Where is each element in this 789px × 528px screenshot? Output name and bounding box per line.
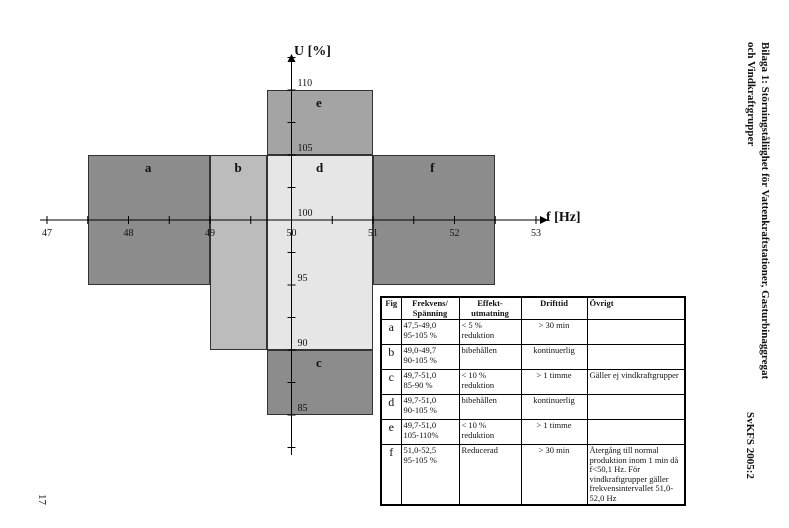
cell-effect-note: reduktion xyxy=(461,429,495,440)
x-axis-title: f [Hz] xyxy=(546,210,581,225)
cell-fig: b xyxy=(380,344,402,370)
header-frequency-voltage: Frekvens/ Spänning xyxy=(400,296,460,320)
region-label-a: a xyxy=(144,160,152,175)
cell-operating-time: kontinuerlig xyxy=(520,394,588,420)
cell-frequency: 49,0-49,7 xyxy=(403,345,437,355)
cell-voltage: 90-105 % xyxy=(403,354,437,365)
cell-effect: Reducerad xyxy=(458,444,522,506)
region-c xyxy=(267,350,373,415)
page-number: 17 xyxy=(36,494,48,505)
header-fig: Fig xyxy=(380,296,402,320)
table-header-row: Fig Frekvens/ Spänning Effekt- utmatning… xyxy=(380,296,686,320)
cell-voltage: 90-105 % xyxy=(403,404,437,415)
cell-other xyxy=(586,319,686,345)
appendix-title: Bilaga 1: Störningståliighet för Vattenk… xyxy=(744,42,772,379)
cell-effect-note: reduktion xyxy=(461,329,495,340)
y-tick-label: 85 xyxy=(297,403,308,414)
x-tick-label: 51 xyxy=(368,228,378,239)
cell-other xyxy=(586,419,686,445)
region-label-c: c xyxy=(316,355,322,370)
region-b xyxy=(210,155,268,350)
cell-effect-note: reduktion xyxy=(461,379,495,390)
cell-effect-value: < 5 % xyxy=(461,320,482,330)
cell-other: Gäller ej vindkraftgrupper xyxy=(586,369,686,395)
region-label-d: d xyxy=(316,160,324,175)
cell-fig: e xyxy=(380,419,402,445)
header-other: Övrigt xyxy=(586,296,686,320)
cell-effect-value: < 10 % xyxy=(461,370,487,380)
y-tick-label: 95 xyxy=(297,273,308,284)
cell-effect: < 10 %reduktion xyxy=(458,369,522,395)
cell-other xyxy=(586,394,686,420)
region-label-f: f xyxy=(430,160,435,175)
region-label-e: e xyxy=(316,95,322,110)
cell-operating-time: > 1 timme xyxy=(520,419,588,445)
cell-effect-value: bibehållen xyxy=(461,345,497,355)
cell-operating-time: kontinuerlig xyxy=(520,344,588,370)
appendix-title-line1: Bilaga 1: Störningståliighet för Vattenk… xyxy=(759,42,771,380)
cell-effect-value: Reducerad xyxy=(461,445,498,455)
cell-effect-value: < 10 % xyxy=(461,420,487,430)
x-tick-label: 48 xyxy=(123,228,134,239)
region-label-b: b xyxy=(234,160,242,175)
document-code: SvKFS 2005:2 xyxy=(744,412,756,479)
y-tick-label: 105 xyxy=(297,143,313,154)
cell-fig: c xyxy=(380,369,402,395)
cell-voltage: 95-105 % xyxy=(403,329,437,340)
cell-voltage: 95-105 % xyxy=(403,454,437,465)
y-tick-label: 100 xyxy=(297,208,313,219)
cell-effect: < 5 %reduktion xyxy=(458,319,522,345)
x-axis-arrow xyxy=(540,216,548,224)
cell-frequency: 49,7-51,0 xyxy=(403,420,437,430)
cell-frequency: 47,5-49,0 xyxy=(403,320,437,330)
y-tick-label: 90 xyxy=(297,338,308,349)
cell-voltage: 105-110% xyxy=(403,429,439,440)
x-tick-label: 52 xyxy=(449,228,460,239)
cell-voltage: 85-90 % xyxy=(403,379,433,390)
y-axis-title: U [%] xyxy=(294,44,331,59)
header-operating-time: Drifttid xyxy=(520,296,588,320)
cell-fig: f xyxy=(380,444,402,506)
x-tick-label: 53 xyxy=(531,228,541,239)
region-e xyxy=(267,90,373,155)
cell-other: Återgång till normal produktion inom 1 m… xyxy=(586,444,686,506)
cell-effect: bibehållen xyxy=(458,394,522,420)
cell-other xyxy=(586,344,686,370)
cell-operating-time: > 1 timme xyxy=(520,369,588,395)
cell-effect-value: bibehållen xyxy=(461,395,497,405)
cell-fig: d xyxy=(380,394,402,420)
x-tick-label: 47 xyxy=(42,228,52,239)
header-effect: Effekt- utmatning xyxy=(458,296,522,320)
cell-frequency: 51,0-52,5 xyxy=(403,445,437,455)
cell-effect: bibehållen xyxy=(458,344,522,370)
y-tick-label: 110 xyxy=(297,78,313,89)
requirements-table: Fig Frekvens/ Spänning Effekt- utmatning… xyxy=(380,296,686,506)
cell-operating-time: > 30 min xyxy=(520,319,588,345)
cell-frequency: 49,7-51,0 xyxy=(403,395,437,405)
x-tick-label: 49 xyxy=(205,228,215,239)
cell-fig: a xyxy=(380,319,402,345)
cell-effect: < 10 %reduktion xyxy=(458,419,522,445)
x-tick-label: 50 xyxy=(286,228,297,239)
appendix-title-line2: och Vindkraftgrupper xyxy=(745,42,757,147)
region-d xyxy=(267,155,373,350)
cell-operating-time: > 30 min xyxy=(520,444,588,506)
cell-frequency: 49,7-51,0 xyxy=(403,370,437,380)
